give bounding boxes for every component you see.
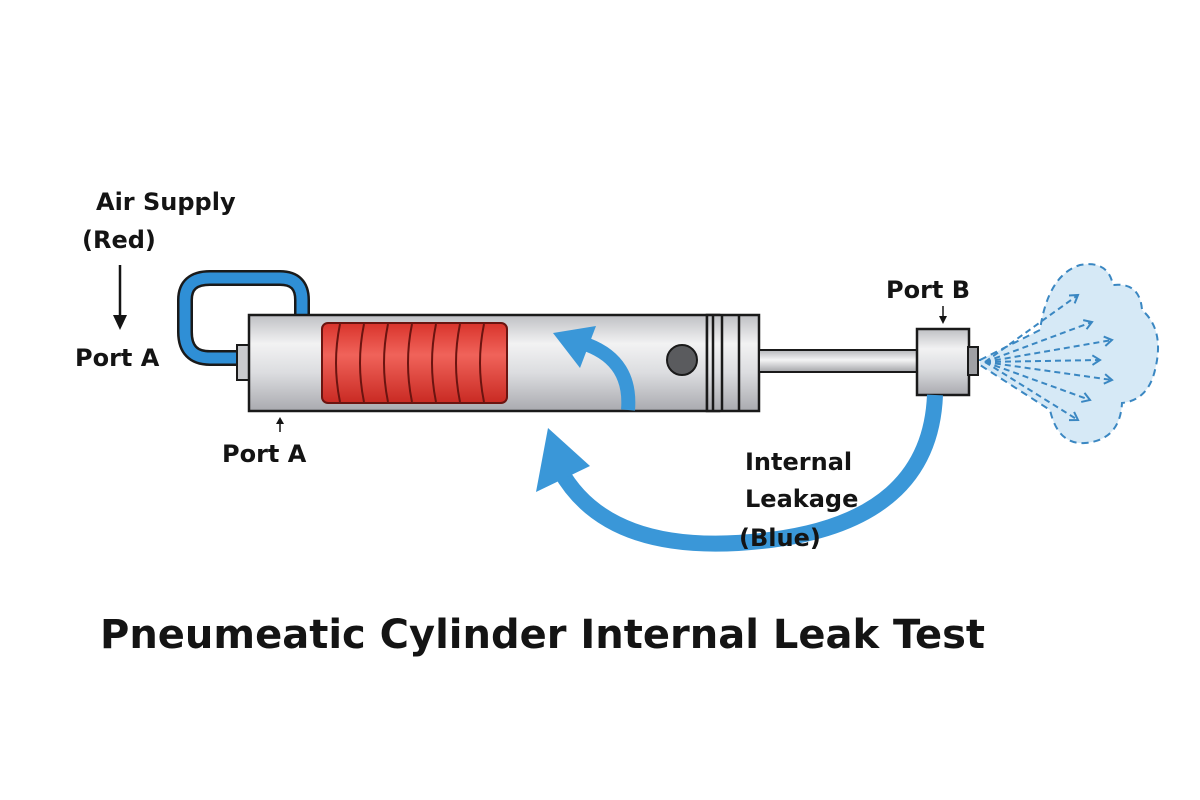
- air-supply-arrow: [113, 265, 127, 330]
- internal-flow-arrow: [553, 326, 636, 411]
- piston-coils: [335, 323, 485, 403]
- spray-arrowhead: [1080, 392, 1092, 403]
- spray-arrowhead: [1068, 293, 1080, 304]
- end-gland: [705, 313, 761, 413]
- spray-arrowhead: [1103, 335, 1114, 347]
- coil-line: [383, 323, 389, 403]
- air-supply-hose: [177, 270, 310, 366]
- leakage-arrow: [536, 394, 943, 552]
- spray-arrowhead: [1068, 411, 1080, 422]
- port-b-label: Port B: [886, 276, 970, 304]
- leakage-label-line3: (Blue): [739, 524, 821, 552]
- indicator-dot: [666, 344, 698, 376]
- spray-ray: [984, 321, 1093, 363]
- hose-tube: [179, 272, 308, 364]
- leakage-label-line2: Leakage: [745, 485, 858, 513]
- spray-rays: [984, 293, 1114, 422]
- spray-ray: [984, 359, 1101, 363]
- leakage-label-line1: Internal: [745, 448, 852, 476]
- spray-ray: [984, 361, 1091, 401]
- spray-ray: [984, 361, 1079, 421]
- coil-line: [335, 323, 341, 403]
- port-a-left-label: Port A: [75, 344, 160, 372]
- air-supply-color-label: (Red): [82, 226, 156, 254]
- coil-line: [479, 323, 485, 403]
- coil-line: [407, 323, 413, 403]
- piston: [321, 322, 508, 404]
- coil-line: [431, 323, 437, 403]
- air-leak-spray: [979, 263, 1159, 445]
- spray-arrowhead: [1082, 319, 1094, 330]
- air-supply-label: Air Supply: [96, 188, 236, 216]
- spray-ray: [984, 339, 1113, 363]
- spray-ray: [984, 361, 1113, 381]
- port-b-nozzle: [967, 346, 979, 376]
- spray-ray: [984, 294, 1079, 363]
- coil-line: [359, 323, 365, 403]
- port-a-bottom-arrow: [276, 417, 284, 432]
- piston-rod: [758, 349, 920, 373]
- port-b-arrow: [939, 306, 947, 324]
- coil-line: [455, 323, 461, 403]
- port-b-cap: [915, 327, 971, 397]
- spray-cloud: [979, 263, 1159, 445]
- diagram-title: Pneumeatic Cylinder Internal Leak Test: [100, 612, 985, 658]
- spray-arrowhead: [1091, 354, 1102, 366]
- spray-arrowhead: [1103, 373, 1114, 385]
- port-a-bottom-label: Port A: [222, 440, 307, 468]
